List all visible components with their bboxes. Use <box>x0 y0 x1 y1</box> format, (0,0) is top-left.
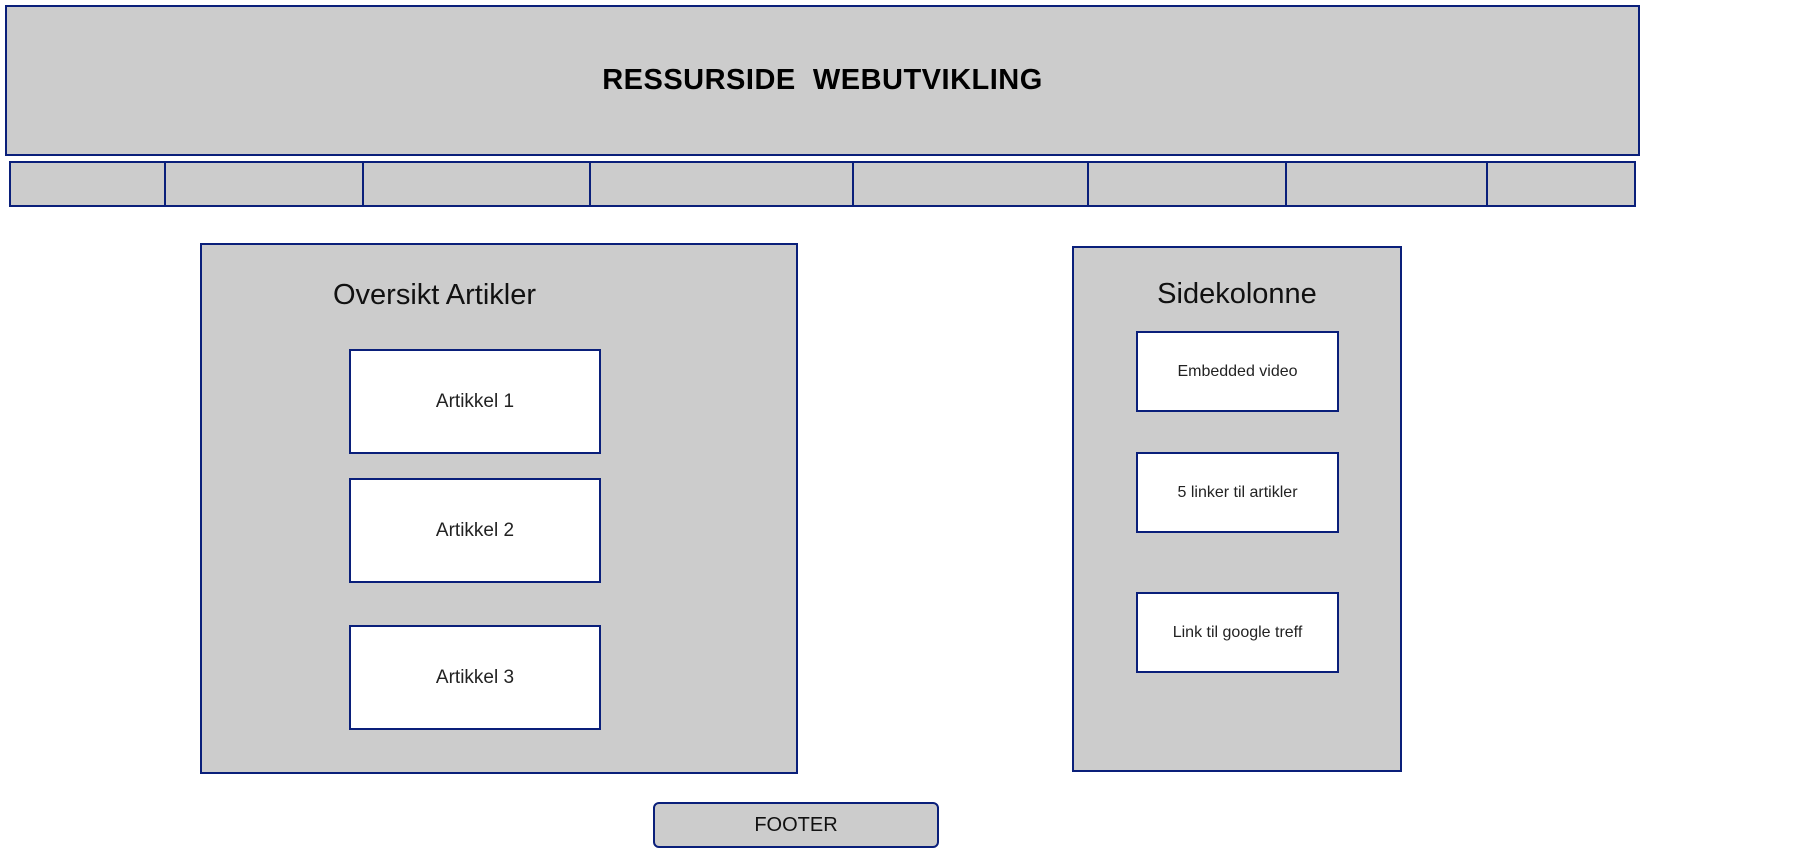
article-box-1[interactable]: Artikkel 1 <box>349 349 601 454</box>
article-overview-title: Oversikt Artikler <box>332 279 537 311</box>
nav-item-5[interactable] <box>854 163 1089 205</box>
nav-bar <box>9 161 1636 207</box>
sidebar-panel: Sidekolonne Embedded video 5 linker til … <box>1072 246 1402 772</box>
embedded-video-box[interactable]: Embedded video <box>1136 331 1339 412</box>
nav-item-2[interactable] <box>166 163 364 205</box>
sidebar-title: Sidekolonne <box>1157 278 1317 310</box>
google-link-box[interactable]: Link til google treff <box>1136 592 1339 673</box>
nav-item-1[interactable] <box>11 163 166 205</box>
footer: FOOTER <box>653 802 939 848</box>
article-box-3[interactable]: Artikkel 3 <box>349 625 601 730</box>
nav-item-6[interactable] <box>1089 163 1287 205</box>
article-overview-panel: Oversikt Artikler Artikkel 1 Artikkel 2 … <box>200 243 798 774</box>
article-box-2[interactable]: Artikkel 2 <box>349 478 601 583</box>
nav-item-8[interactable] <box>1488 163 1634 205</box>
nav-item-7[interactable] <box>1287 163 1488 205</box>
nav-item-4[interactable] <box>591 163 854 205</box>
article-links-box[interactable]: 5 linker til artikler <box>1136 452 1339 533</box>
header-banner: RESSURSIDE WEBUTVIKLING <box>5 5 1640 156</box>
nav-item-3[interactable] <box>364 163 591 205</box>
site-title: RESSURSIDE WEBUTVIKLING <box>602 64 1043 96</box>
